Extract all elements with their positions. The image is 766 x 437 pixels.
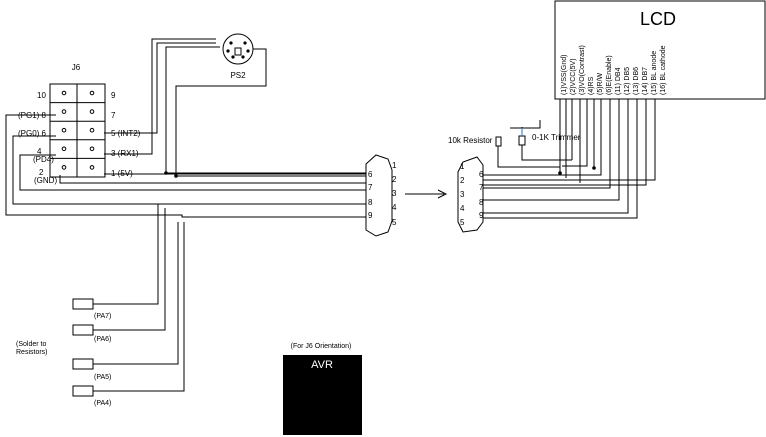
lcd-pin-label: (16) BL cathode — [660, 45, 667, 95]
direction-arrow-icon — [405, 189, 448, 199]
lcd-title: LCD — [640, 9, 676, 29]
lcd-pin-label: (3)VO(Contrast) — [579, 45, 586, 95]
j6-pin-dot — [61, 109, 67, 114]
j6-pin-gnd: (GND) — [34, 176, 57, 185]
trimmer-body — [518, 135, 526, 146]
ps2-pin — [243, 41, 247, 45]
db9-right-pin-4: 4 — [460, 204, 465, 213]
lcd-pin-label: (4)RS — [588, 76, 595, 95]
lcd-pin-label: (11) DB4 — [615, 67, 622, 95]
avr-body — [283, 355, 362, 435]
j6-pin-dot — [89, 109, 95, 114]
avr-chip: (For J6 Orientation) AVR — [283, 343, 362, 435]
j6-pin-dot — [61, 90, 67, 96]
j6-header: J6 10 (PG1) 8 (PG0) 6 4 (PD4) 2 (GND) 9 … — [18, 63, 141, 185]
db9-left-pin-2: 2 — [392, 175, 397, 184]
resistor-label: 10k Resistor — [448, 136, 493, 145]
db9-left-pin-4: 4 — [392, 203, 397, 212]
j6-pin-9: 9 — [111, 91, 116, 100]
trimmer-0-1k: 0-1K Trimmer — [518, 128, 581, 146]
resistor-body — [495, 136, 502, 147]
j6-pin-6: (PG0) 6 — [18, 129, 47, 138]
lcd-pin-label: (1)VSS(Gnd) — [561, 55, 568, 95]
pad-pa4 — [72, 385, 94, 397]
pad-pa4-label: (PA4) — [94, 400, 111, 407]
db9-right-pin-2: 2 — [460, 176, 465, 185]
ps2-connector: PS2 — [222, 33, 254, 80]
db9-left-pin-5: 5 — [392, 218, 397, 227]
db9-left-pin-8: 8 — [368, 198, 373, 207]
avr-label: AVR — [311, 359, 333, 371]
ps2-pin — [226, 49, 230, 53]
pad-pa6 — [72, 324, 94, 336]
pad-pa7 — [72, 298, 94, 310]
db9-right-pin-9: 9 — [479, 211, 484, 220]
lcd-pin-label: (6)E(Enable) — [606, 55, 613, 95]
db9-left: 1 6 2 7 3 8 4 9 5 — [365, 154, 397, 237]
pad-pa5-label: (PA5) — [94, 374, 111, 381]
port-pads: (PA7) (PA6) (PA5) (PA4) — [72, 298, 111, 407]
resistor-10k: 10k Resistor — [448, 136, 502, 147]
lcd-box — [554, 0, 766, 100]
lcd-pin-label: (12) DB5 — [624, 67, 631, 95]
db9-left-pin-9: 9 — [368, 211, 373, 220]
db9-right-pin-5: 5 — [460, 218, 465, 227]
db9-right-shell — [457, 156, 484, 233]
db9-left-pin-6: 6 — [368, 170, 373, 179]
lcd-pin-label: (5)R/W — [597, 72, 604, 95]
pad-pa7-label: (PA7) — [94, 313, 111, 320]
ps2-pin — [229, 41, 233, 45]
avr-orientation-note: (For J6 Orientation) — [291, 343, 352, 350]
wires — [5, 38, 656, 392]
lcd-pin-label: (15) BL anode — [651, 51, 658, 95]
db9-left-pin-3: 3 — [392, 189, 397, 198]
ps2-pin — [231, 55, 235, 59]
ps2-key — [234, 47, 242, 56]
j6-pin-pd4: (PD4) — [33, 155, 54, 164]
j6-pin-4: 4 — [37, 147, 42, 156]
db9-right: 1 6 2 7 3 8 4 9 5 — [457, 156, 484, 233]
ps2-pin — [241, 55, 245, 59]
db9-right-pin-3: 3 — [460, 190, 465, 199]
db9-left-shell — [365, 154, 393, 237]
j6-pin-2: 2 — [39, 168, 44, 177]
j6-pin-dot — [61, 127, 67, 133]
j6-pin-dot — [89, 146, 95, 152]
db9-right-pin-7: 7 — [479, 183, 484, 192]
j6-pin-dot — [89, 90, 95, 96]
j6-label: J6 — [72, 63, 81, 72]
db9-left-pin-1: 1 — [392, 161, 397, 170]
ps2-pin — [246, 49, 250, 53]
j6-pin-7: 7 — [111, 111, 116, 120]
db9-right-pin-8: 8 — [479, 198, 484, 207]
db9-right-pin-6: 6 — [479, 170, 484, 179]
ps2-label: PS2 — [230, 71, 246, 80]
j6-pin-dot — [61, 165, 67, 170]
lcd-pin-label: (14) DB7 — [642, 67, 649, 95]
j6-pin-10: 10 — [37, 91, 46, 100]
lcd-pin-label: (2)VCC(5V) — [570, 58, 577, 95]
trimmer-label: 0-1K Trimmer — [532, 133, 581, 142]
j6-pin-dot — [61, 146, 67, 152]
j6-pin-dot — [89, 127, 95, 133]
j6-pin-dot — [89, 165, 95, 170]
pad-pa6-label: (PA6) — [94, 336, 111, 343]
db9-right-pin-1: 1 — [460, 162, 465, 171]
lcd-module: LCD (1)VSS(Gnd)(2)VCC(5V)(3)VO(Contrast)… — [554, 0, 766, 100]
pad-pa5 — [72, 358, 94, 370]
lcd-pin-label: (13) DB6 — [633, 67, 640, 95]
db9-left-pin-7: 7 — [368, 183, 373, 192]
